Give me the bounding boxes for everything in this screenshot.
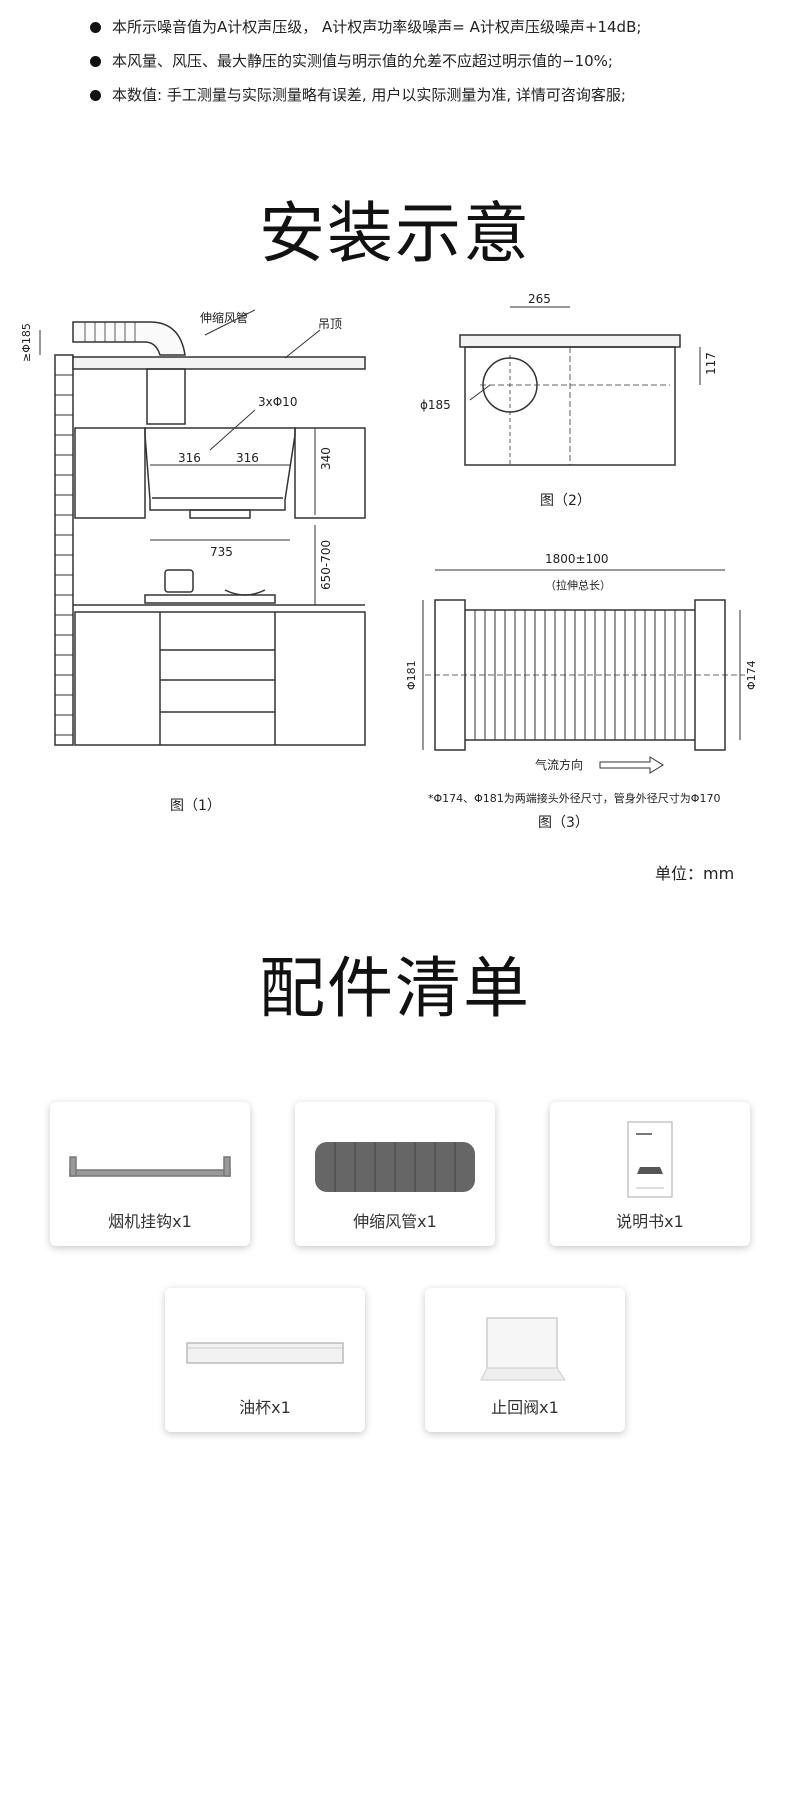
width-316-left: 316	[178, 451, 201, 465]
hole-diameter-label: ϕ185	[420, 398, 451, 412]
ceiling-label: 吊顶	[318, 317, 342, 331]
accessory-label: 说明书x1	[616, 1212, 684, 1231]
accessory-label: 油杯x1	[239, 1398, 291, 1417]
accessories-section-title: 配件清单	[259, 950, 531, 1027]
figure-1-kitchen-diagram: 伸缩风管 吊顶 ≥Φ185 3xΦ10 316 316 340 735 650-…	[20, 309, 366, 746]
note-item: 本风量、风压、最大静压的实测值与明示值的允差不应超过明示值的−10%;	[90, 44, 780, 78]
holes-label: 3xΦ10	[258, 395, 297, 409]
duct-length-label: 1800±100	[545, 552, 609, 566]
notes-list: 本所示噪音值为A计权声压级， A计权声功率级噪声= A计权声压级噪声+14dB;…	[90, 10, 780, 112]
duct-stretch-label: （拉伸总长）	[545, 578, 611, 592]
figure-1-caption: 图（1）	[170, 798, 221, 814]
accessory-card-duct: 伸缩风管x1	[295, 1102, 495, 1246]
pipe-diameter-label: ≥Φ185	[20, 323, 33, 362]
accessory-card-hook: 烟机挂钩x1	[50, 1102, 250, 1246]
brick-wall	[55, 374, 73, 736]
oil-cup-icon	[186, 1342, 344, 1364]
duct-diameter-181-label: Φ181	[405, 660, 418, 690]
figure-3-footnote: *Φ174、Φ181为两端接头外径尺寸，管身外径尺寸为Φ170	[428, 792, 721, 805]
height-117-label: 117	[704, 352, 718, 375]
figure-2-caption: 图（2）	[540, 493, 591, 509]
airflow-label: 气流方向	[535, 757, 583, 772]
accessory-card-check-valve: 止回阀x1	[425, 1288, 625, 1432]
figure-2-hole-diagram: 265 117 ϕ185	[420, 292, 718, 466]
accessory-card-oil-cup: 油杯x1	[165, 1288, 365, 1432]
width-265-label: 265	[528, 292, 551, 306]
height-650-700-label: 650-700	[319, 540, 333, 590]
note-item: 本所示噪音值为A计权声压级， A计权声功率级噪声= A计权声压级噪声+14dB;	[90, 10, 780, 44]
width-735-label: 735	[210, 545, 233, 559]
unit-label: 单位：mm	[655, 864, 735, 883]
install-section-title: 安装示意	[259, 195, 531, 272]
figure-3-duct-diagram: 1800±100 （拉伸总长） Φ181 Φ174 气流方向	[405, 552, 758, 774]
duct-diameter-174-label: Φ174	[745, 660, 758, 690]
height-340-label: 340	[319, 447, 333, 470]
note-item: 本数值: 手工测量与实际测量略有误差, 用户以实际测量为准, 详情可咨询客服;	[90, 78, 780, 112]
duct-icon	[315, 1142, 475, 1192]
accessory-label: 烟机挂钩x1	[108, 1212, 192, 1231]
check-valve-icon	[480, 1317, 566, 1381]
width-316-right: 316	[236, 451, 259, 465]
accessory-label: 伸缩风管x1	[353, 1212, 437, 1231]
accessory-label: 止回阀x1	[491, 1398, 559, 1417]
hook-icon	[69, 1156, 231, 1177]
figure-3-caption: 图（3）	[538, 815, 589, 831]
accessory-card-manual: 说明书x1	[550, 1102, 750, 1246]
pipe-label: 伸缩风管	[200, 310, 248, 325]
manual-icon	[627, 1121, 673, 1198]
